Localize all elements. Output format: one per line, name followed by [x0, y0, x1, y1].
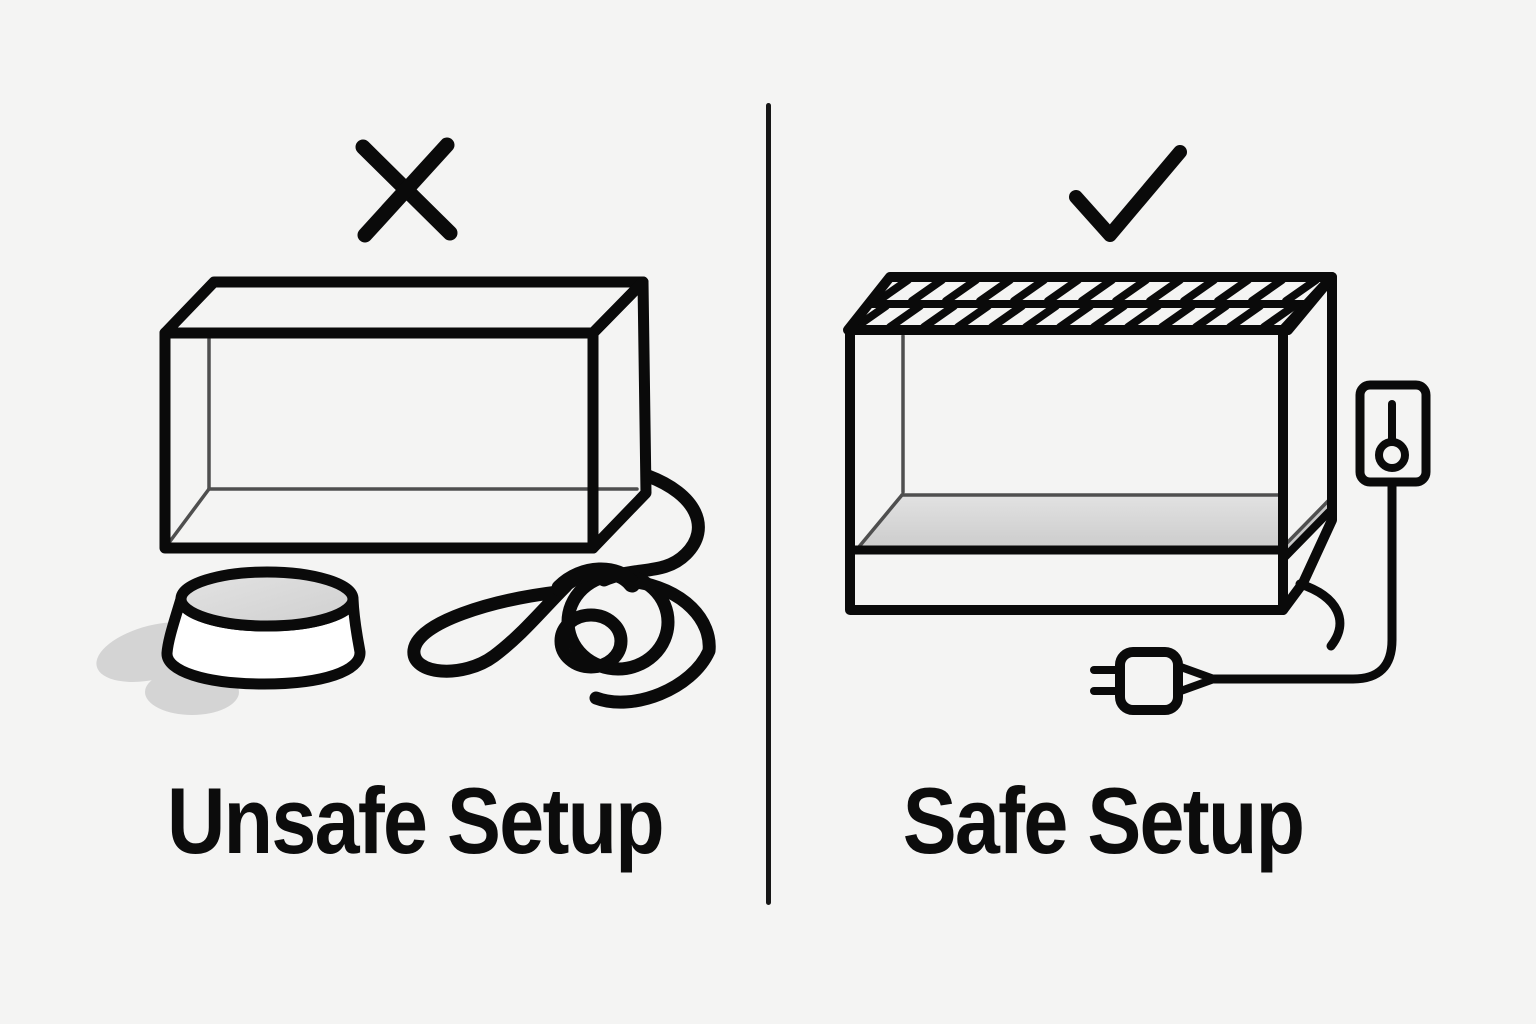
unsafe-label: Unsafe Setup	[167, 768, 665, 873]
plug	[1090, 647, 1218, 715]
water-bowl	[161, 566, 366, 690]
divider-line	[766, 103, 771, 905]
safe-panel: Safe Setup	[768, 0, 1536, 1024]
tangled-cord	[407, 469, 716, 709]
open-tank	[159, 276, 652, 554]
bowl-rim	[175, 566, 359, 632]
x-icon	[355, 137, 458, 243]
thermometer-icon	[1375, 400, 1409, 472]
thermostat	[1209, 380, 1431, 684]
unsafe-panel: Unsafe Setup	[96, 137, 716, 873]
check-icon	[1069, 145, 1187, 242]
safe-illustration	[843, 145, 1431, 715]
safe-label: Safe Setup	[902, 768, 1305, 873]
tank-with-mesh-lid	[843, 272, 1337, 615]
unsafe-illustration	[96, 137, 716, 715]
mesh-lid	[843, 272, 1337, 335]
